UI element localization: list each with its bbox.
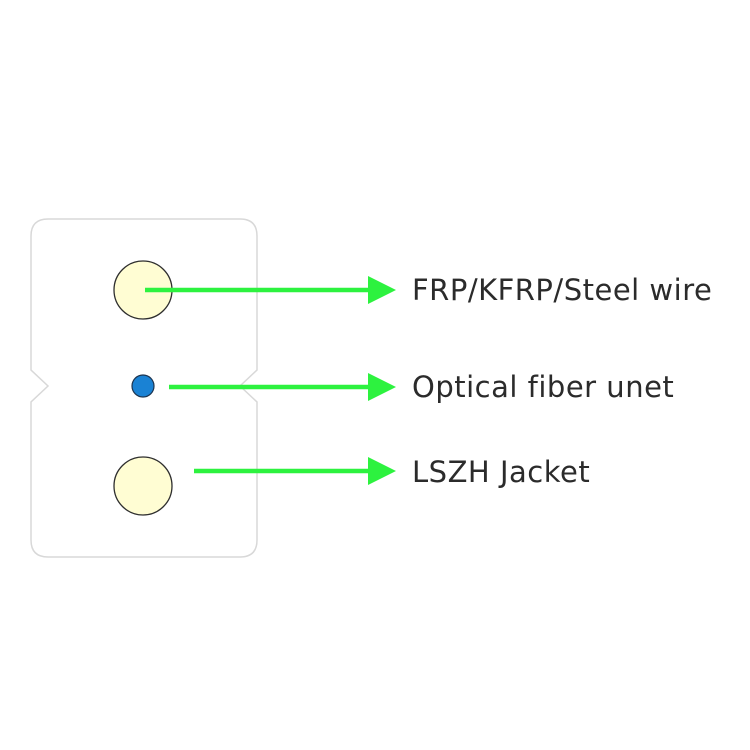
- arrowhead-optical-fiber: [368, 373, 396, 401]
- optical-fiber-unit: [131, 374, 155, 398]
- arrowhead-strength-member: [368, 276, 396, 304]
- arrowhead-jacket: [368, 457, 396, 485]
- label-jacket: LSZH Jacket: [412, 455, 590, 489]
- strength-member-bottom: [113, 456, 173, 516]
- arrow-strength-member: [145, 276, 396, 304]
- arrow-jacket: [194, 457, 396, 485]
- label-strength-member: FRP/KFRP/Steel wire: [412, 273, 712, 307]
- arrow-optical-fiber: [169, 373, 396, 401]
- label-optical-fiber: Optical fiber unet: [412, 370, 674, 404]
